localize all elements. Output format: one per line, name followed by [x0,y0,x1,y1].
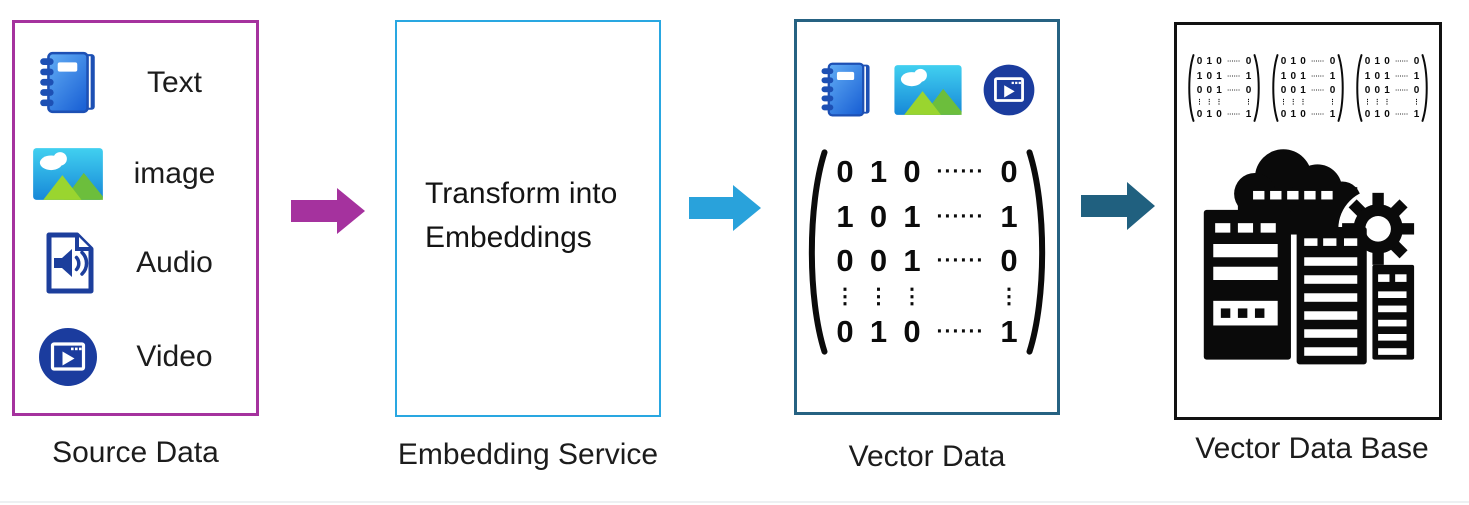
vector-data-icons-row [797,58,1057,126]
source-data-caption: Source Data [52,436,219,469]
image-icon [893,64,963,121]
source-item-label: Audio [136,245,213,279]
video-icon [981,62,1037,123]
embedding-service-box: Transform into Embeddings [395,20,661,417]
embedding-text-line2: Embeddings [425,221,592,254]
source-item-video: Video [29,325,242,389]
bottom-edge-divider [0,501,1469,503]
source-item-audio: Audio [29,230,242,296]
source-item-image: image [29,147,242,201]
vector-database-caption: Vector Data Base [1195,432,1429,465]
vector-data-caption: Vector Data [848,440,1006,473]
embedding-service-caption: Embedding Service [397,438,659,471]
source-item-label: Text [146,65,203,99]
matrix-right-bracket [1025,146,1052,358]
notebook-icon [29,48,107,118]
matrix-left-bracket [802,146,829,358]
image-icon [29,147,107,201]
source-item-label: Video [136,339,213,373]
notebook-icon [817,59,875,126]
audio-file-icon [29,230,107,296]
arrow-source-to-embedding-icon [291,188,365,234]
source-data-box: Text image [12,20,259,416]
arrow-embedding-to-vector-icon [689,185,761,231]
embedding-text-line1: Transform into [425,177,618,210]
embedding-service-text: Transform into Embeddings [425,172,617,260]
source-item-text: Text [29,48,242,118]
arrow-vector-to-database-icon [1081,182,1155,230]
video-icon [29,325,107,389]
cloud-servers-gear-icon [1200,141,1418,370]
source-item-label: image [133,156,216,190]
